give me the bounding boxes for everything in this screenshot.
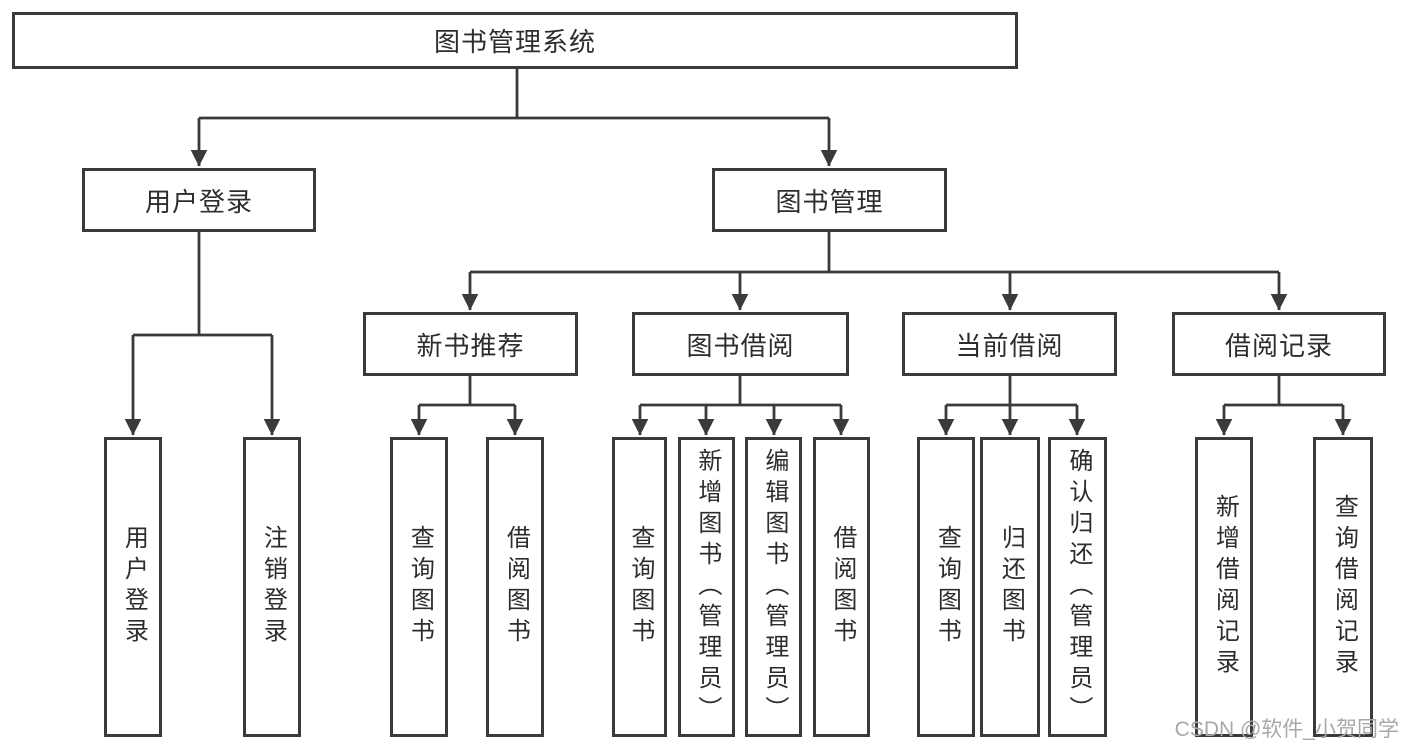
leaf-label: 查询图书 — [933, 525, 961, 649]
leaf-label: 归还图书 — [997, 525, 1025, 649]
node-label: 图书管理 — [775, 186, 884, 217]
node-user-login: 用户登录 — [82, 168, 316, 232]
node-label: 借阅记录 — [1224, 330, 1333, 361]
connector-arrows — [124, 118, 1352, 436]
leaf-label: 编辑图书（管理员） — [760, 447, 788, 727]
leaf-label: 确认归还（管理员） — [1064, 447, 1092, 727]
node-label: 图书借阅 — [686, 330, 795, 361]
connector-skeleton — [133, 69, 1343, 407]
node-label: 用户登录 — [144, 186, 253, 217]
leaf-label: 借阅图书 — [828, 525, 856, 649]
leaf-label: 用户登录 — [120, 525, 148, 649]
leaf-borrow-books: 借阅图书 — [813, 437, 870, 737]
leaf-label: 查询图书 — [406, 525, 434, 649]
leaf-label: 新增借阅记录 — [1211, 494, 1239, 680]
node-borrowing-records: 借阅记录 — [1172, 312, 1386, 376]
leaf-query-books-borrowing: 查询图书 — [612, 437, 667, 737]
leaf-return-books: 归还图书 — [980, 437, 1040, 737]
node-label: 新书推荐 — [416, 330, 525, 361]
leaf-borrow-books-recommend: 借阅图书 — [486, 437, 544, 737]
node-new-book-recommend: 新书推荐 — [363, 312, 578, 376]
leaf-add-books-admin: 新增图书（管理员） — [678, 437, 735, 737]
leaf-query-books-recommend: 查询图书 — [390, 437, 448, 737]
node-book-management: 图书管理 — [712, 168, 947, 232]
leaf-label: 查询图书 — [626, 525, 654, 649]
leaf-user-login: 用户登录 — [104, 437, 162, 737]
leaf-add-borrow-record: 新增借阅记录 — [1195, 437, 1253, 737]
node-book-borrowing: 图书借阅 — [632, 312, 849, 376]
node-current-borrowing: 当前借阅 — [902, 312, 1117, 376]
leaf-logout: 注销登录 — [243, 437, 301, 737]
leaf-edit-books-admin: 编辑图书（管理员） — [745, 437, 802, 737]
leaf-query-books-current: 查询图书 — [917, 437, 975, 737]
leaf-confirm-return-admin: 确认归还（管理员） — [1048, 437, 1107, 737]
csdn-watermark: CSDN @软件_小贺同学 — [1174, 718, 1399, 741]
node-label: 当前借阅 — [955, 330, 1064, 361]
leaf-label: 新增图书（管理员） — [693, 447, 721, 727]
leaf-query-borrow-record: 查询借阅记录 — [1313, 437, 1373, 737]
node-label: 图书管理系统 — [433, 27, 596, 57]
leaf-label: 借阅图书 — [502, 525, 530, 649]
leaf-label: 查询借阅记录 — [1330, 494, 1358, 680]
node-library-management-system: 图书管理系统 — [12, 12, 1018, 69]
leaf-label: 注销登录 — [259, 525, 287, 649]
